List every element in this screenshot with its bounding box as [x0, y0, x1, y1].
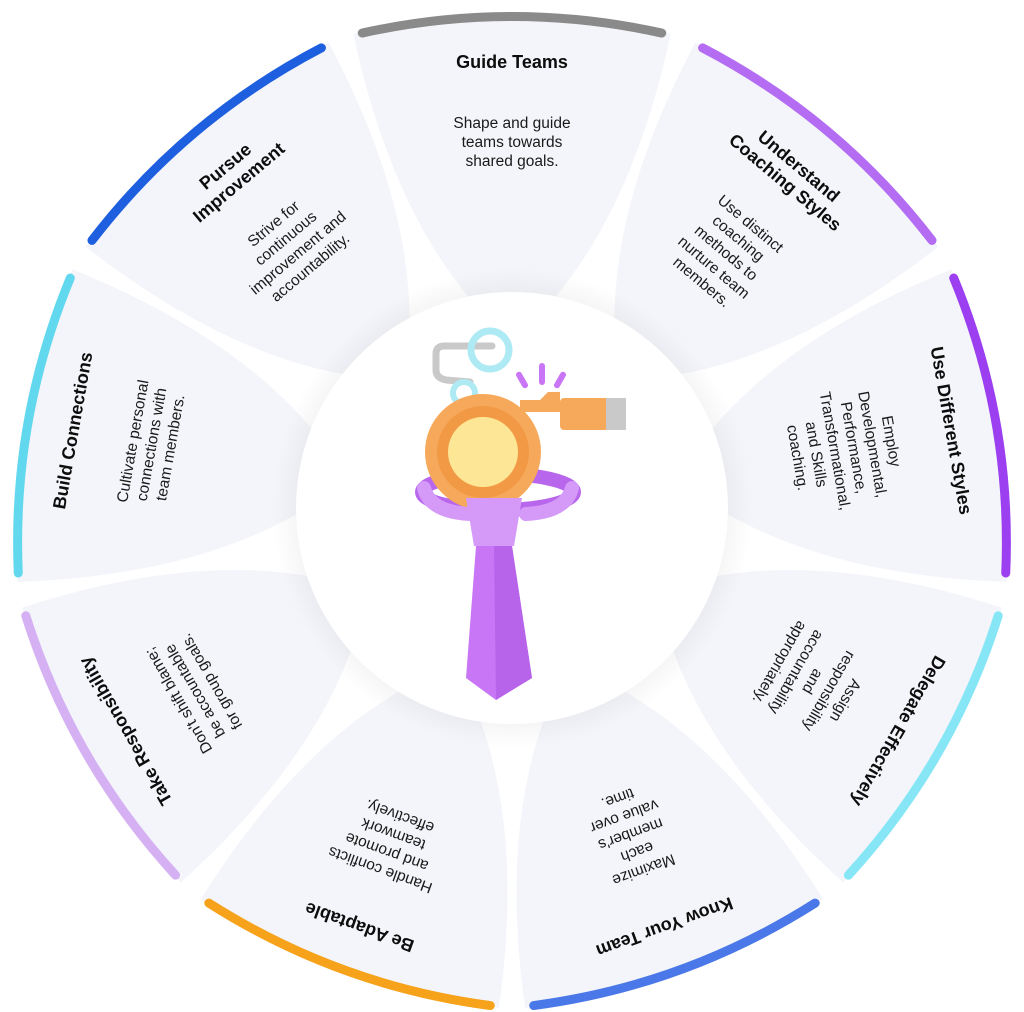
- sound-mark: [539, 363, 545, 385]
- segment-description: Shape and guide: [453, 115, 570, 132]
- segment-delegate-effectively: Delegate EffectivelyAssignresponsibility…: [663, 569, 1003, 883]
- tie-loop-front: [519, 481, 579, 521]
- segment-title: Guide Teams: [456, 52, 568, 72]
- petal-accent-edge: [21, 611, 181, 880]
- whistle-mouthpiece-tip: [606, 398, 626, 430]
- whistle-chain: [432, 342, 496, 386]
- whistle-top: [520, 392, 560, 412]
- whistle-inner: [448, 417, 518, 487]
- petal-background: [353, 15, 671, 320]
- petal-background: [85, 42, 410, 379]
- sound-mark: [554, 371, 566, 389]
- petal-background: [663, 569, 1002, 883]
- segment-description: teams towards: [462, 134, 563, 151]
- petal-accent-edge: [357, 12, 667, 38]
- whistle-and-tie-icon: [415, 327, 626, 700]
- segment-use-different-styles: Use Different StylesEmployDevelopmental,…: [693, 269, 1011, 582]
- petal-background: [16, 269, 331, 582]
- petal-background: [516, 677, 824, 1008]
- petal-accent-edge: [87, 43, 326, 245]
- petal-accent-edge: [843, 611, 1003, 880]
- petal-accent-edge: [698, 43, 937, 245]
- petal-background: [200, 677, 508, 1008]
- tie-knot: [466, 498, 522, 546]
- petal-background: [22, 569, 361, 883]
- petal-background: [693, 269, 1008, 582]
- petal-accent-edge: [204, 898, 495, 1011]
- petal-accent-edge: [529, 898, 820, 1011]
- petal-accent-edge: [13, 273, 75, 578]
- segment-know-your-team: Know Your TeamMaximizeeachmember'svalue …: [516, 677, 824, 1011]
- tie-loop-front: [417, 481, 477, 521]
- petal-background: [614, 42, 939, 379]
- petal-accent-edge: [949, 273, 1011, 578]
- tie-blade-shade: [494, 546, 532, 700]
- whistle-ring-large: [467, 327, 513, 373]
- segment-description: shared goals.: [465, 153, 558, 170]
- sound-mark: [516, 371, 528, 389]
